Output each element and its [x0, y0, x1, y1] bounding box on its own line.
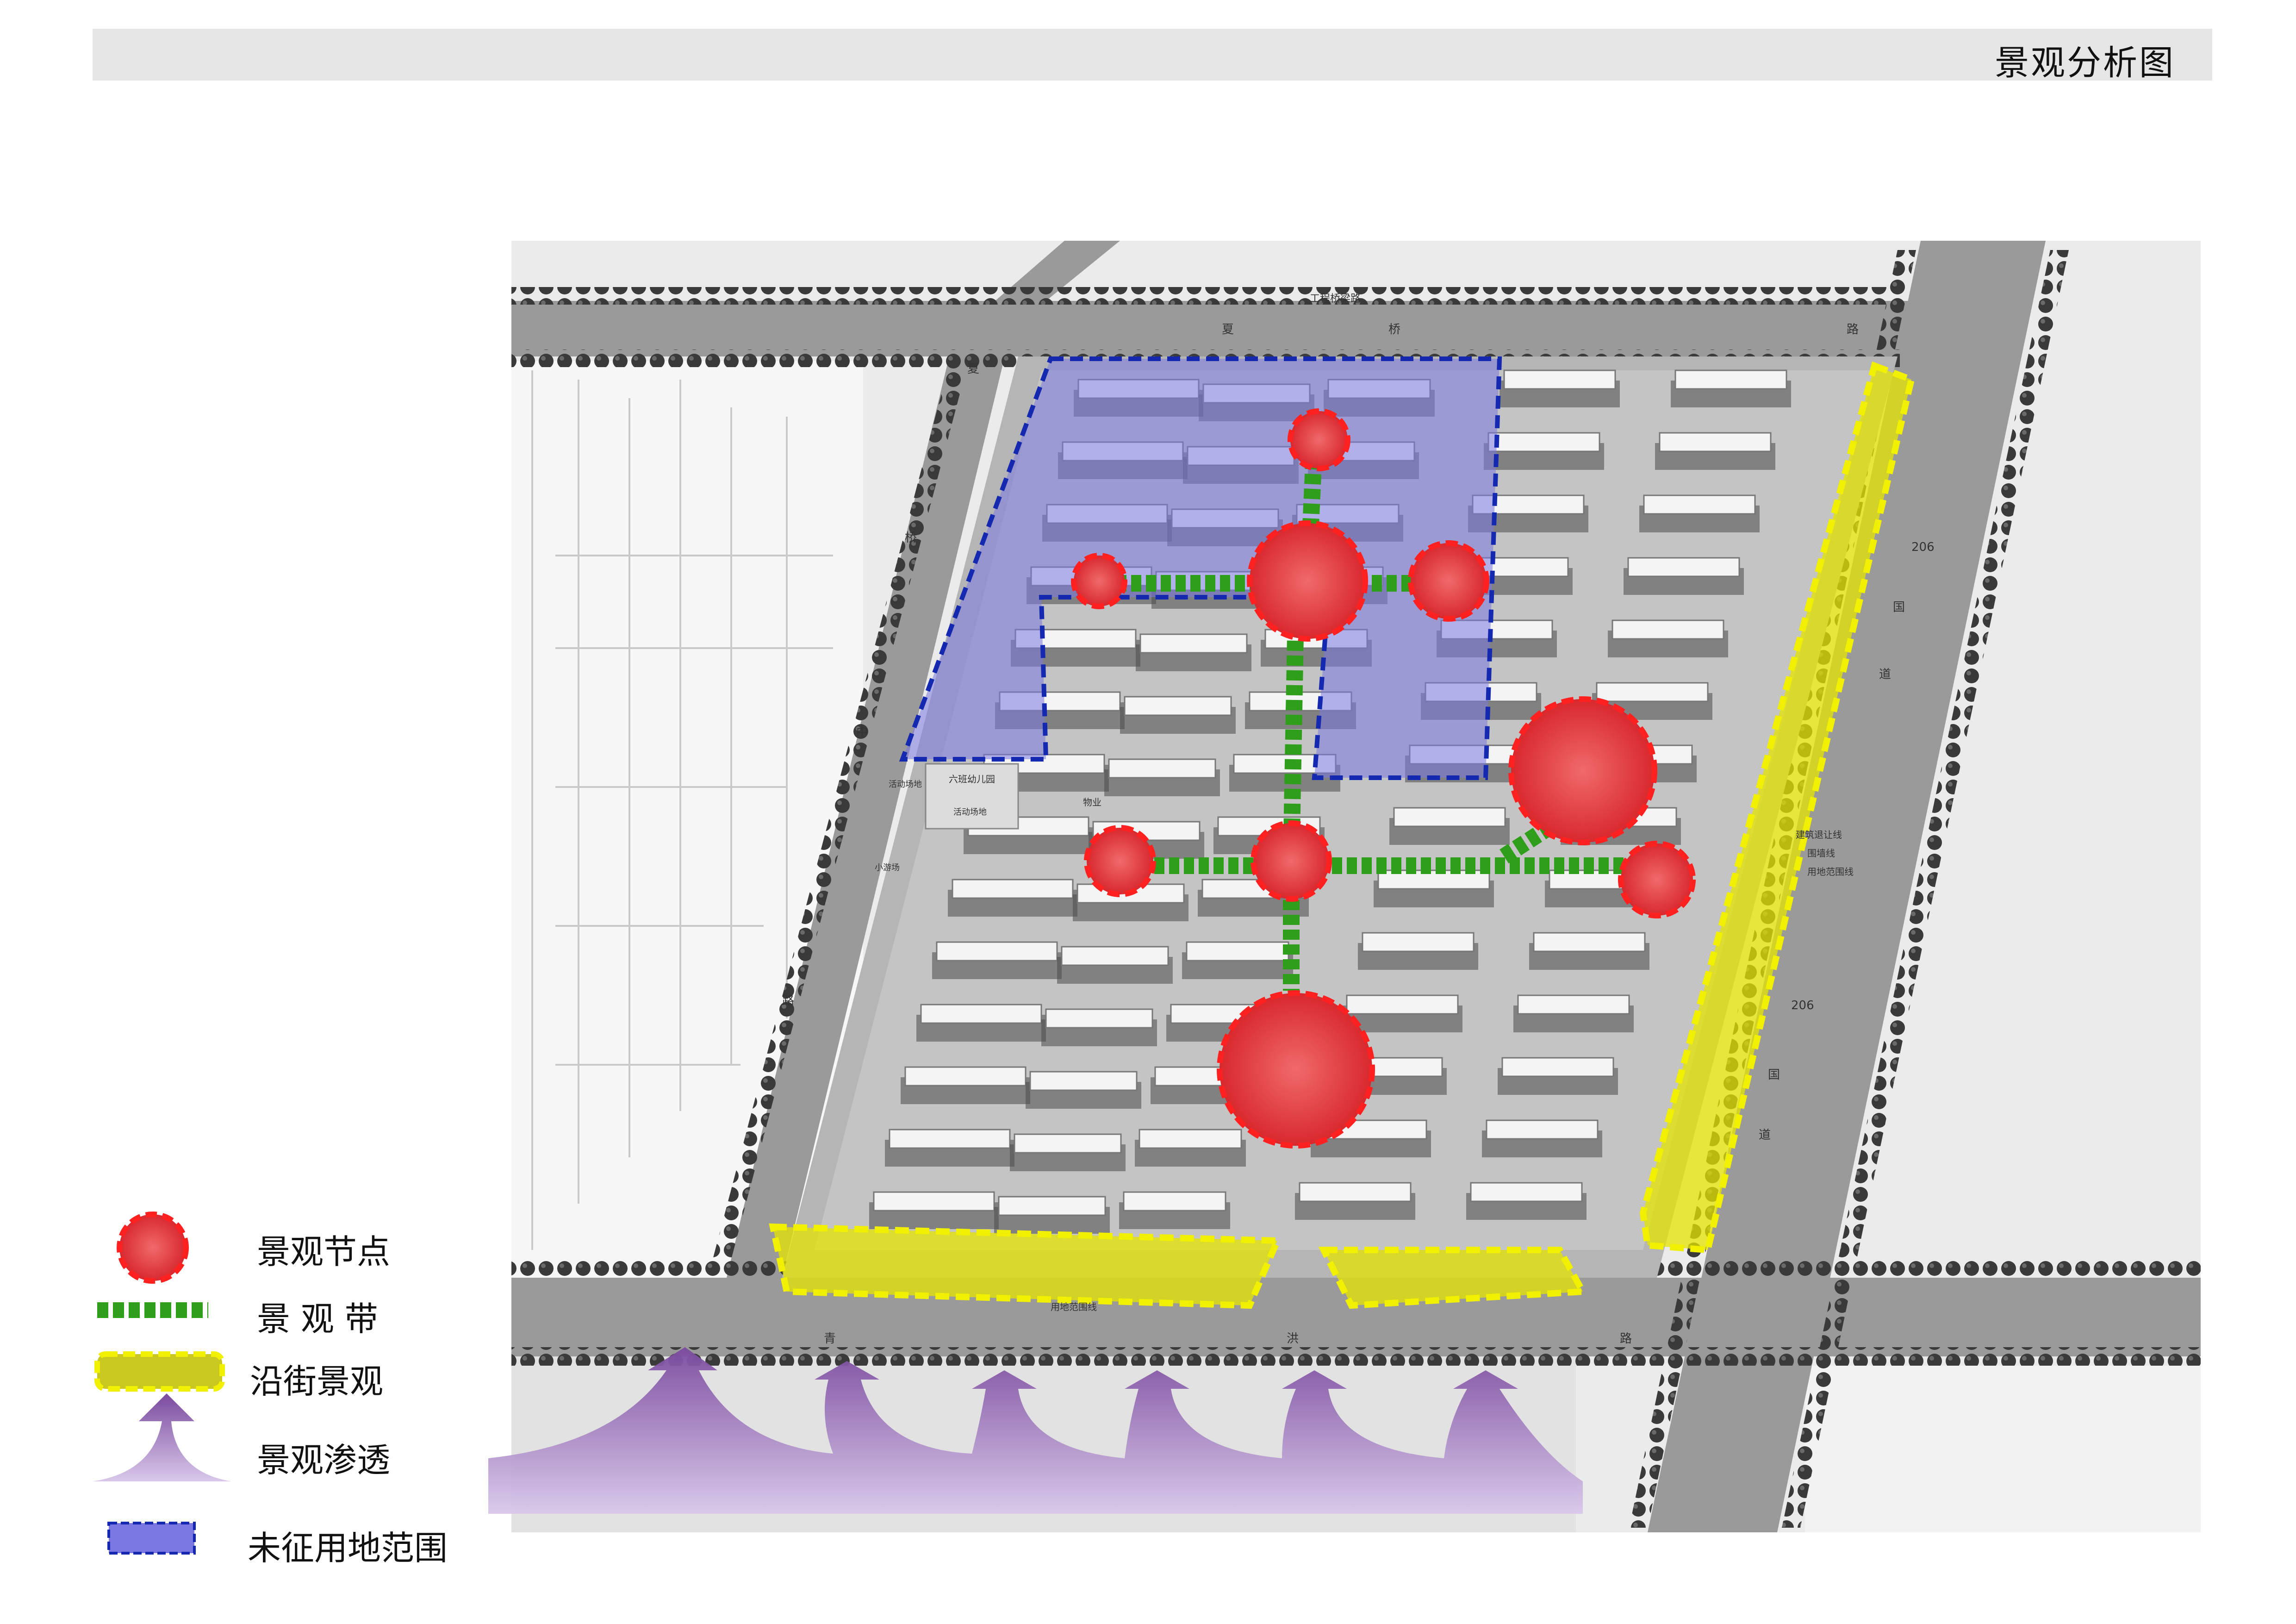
- landscape-nodes: [1071, 408, 1696, 1149]
- residential-building: [1674, 369, 1787, 390]
- legend-label-node: 景观节点: [257, 1232, 391, 1271]
- residential-building: [1061, 946, 1169, 966]
- road-label-east-lower-3: 道: [1759, 1128, 1771, 1142]
- residential-building: [873, 1191, 995, 1212]
- west-road: [727, 301, 1018, 1278]
- residential-building: [1186, 941, 1289, 962]
- residential-building: [1470, 1182, 1583, 1202]
- residential-building: [936, 941, 1058, 962]
- small-square-label: 小游场: [875, 863, 900, 873]
- residential-building: [1124, 696, 1232, 716]
- residential-building: [1659, 432, 1772, 452]
- residential-building: [1362, 932, 1475, 952]
- residential-building: [1486, 1119, 1599, 1140]
- residential-building: [1139, 633, 1248, 654]
- road-label-south-2: 洪: [1287, 1332, 1299, 1346]
- residential-building: [920, 1004, 1042, 1024]
- property-label: 物业: [1083, 797, 1101, 808]
- residential-building: [1487, 432, 1600, 452]
- landuse-line-south-label: 用地范围线: [1051, 1301, 1097, 1312]
- legend-label-permeation: 景观渗透: [257, 1441, 391, 1480]
- road-labels: 夏 桥 路 工程桥梁路 夏 桥 中 路 青 洪 路 206 国 道 206 国 …: [782, 293, 1935, 1346]
- residential-building: [1029, 1071, 1138, 1091]
- landuse-line-label: 用地范围线: [1807, 866, 1854, 877]
- residential-building: [1299, 1182, 1412, 1202]
- landscape-permeation-arrows: [488, 1347, 1583, 1514]
- residential-building: [1612, 619, 1724, 640]
- legend-label-unacquired: 未征用地范围: [248, 1529, 448, 1568]
- road-network: [511, 241, 2201, 1532]
- residential-building: [904, 1066, 1027, 1087]
- road-label-north-3: 路: [1847, 323, 1859, 337]
- legend-label-belt: 景 观 带: [257, 1299, 378, 1338]
- wall-line-label: 围墙线: [1807, 848, 1835, 859]
- residential-building: [1139, 1129, 1242, 1149]
- road-label-south-3: 路: [1620, 1332, 1632, 1346]
- east-road: [1648, 241, 2046, 1532]
- residential-building: [952, 879, 1074, 899]
- residential-building: [1596, 682, 1709, 702]
- diagonal-road: [995, 241, 1120, 301]
- unacquired-land-area: [899, 356, 1502, 780]
- legend-street-symbol: [94, 1351, 225, 1392]
- road-label-north-2: 桥: [1388, 323, 1400, 337]
- residential-building: [1517, 994, 1630, 1015]
- legend-label-street: 沿街景观: [250, 1362, 384, 1401]
- residential-building: [1123, 1191, 1226, 1212]
- road-label-west-4: 路: [782, 994, 794, 1008]
- road-label-west-3: 中: [856, 725, 868, 739]
- road-label-north-1: 夏: [1222, 323, 1234, 337]
- residential-building: [1108, 758, 1216, 779]
- legend-unacquired-symbol: [107, 1522, 196, 1555]
- legend-symbols: [93, 1212, 231, 1555]
- residential-building: [1643, 494, 1756, 515]
- site-annotations: 六班幼儿园 活动场地 活动场地 小游场 物业 建筑退让线 围墙线 用地范围线 用…: [875, 763, 1854, 1312]
- north-road: [511, 301, 1946, 356]
- road-label-east-upper-2: 国: [1893, 600, 1905, 614]
- residential-building: [1533, 932, 1646, 952]
- street-landscape-zones: [769, 361, 1916, 1309]
- legend-node-symbol: [117, 1212, 189, 1284]
- activity-area-label-2: 活动场地: [953, 807, 987, 817]
- page-title: 景观分析图: [1995, 43, 2175, 83]
- residential-building: [1503, 369, 1616, 390]
- residential-building: [1045, 1008, 1153, 1029]
- activity-area-label: 活动场地: [889, 780, 922, 789]
- residential-building: [1627, 557, 1740, 577]
- road-label-east-lower-2: 国: [1768, 1068, 1780, 1082]
- residential-building: [889, 1129, 1011, 1149]
- road-label-east-lower-1: 206: [1791, 999, 1814, 1012]
- road-label-west-1: 夏: [967, 362, 979, 376]
- residential-building: [1014, 1133, 1122, 1154]
- residential-building: [1501, 1057, 1614, 1077]
- residential-building: [1346, 994, 1459, 1015]
- kindergarten-label: 六班幼儿园: [949, 774, 995, 785]
- road-label-north-top: 工程桥梁路: [1310, 293, 1361, 305]
- road-label-west-2: 桥: [905, 531, 917, 545]
- residential-building: [1393, 807, 1506, 827]
- title-bar: 景观分析图: [93, 29, 2212, 83]
- road-label-east-upper-3: 道: [1879, 668, 1891, 681]
- residential-building: [998, 1196, 1106, 1216]
- building-setback-label: 建筑退让线: [1796, 829, 1842, 840]
- legend-permeation-symbol: [93, 1393, 231, 1481]
- road-label-south-1: 青: [824, 1332, 836, 1346]
- road-label-east-upper-1: 206: [1911, 540, 1935, 554]
